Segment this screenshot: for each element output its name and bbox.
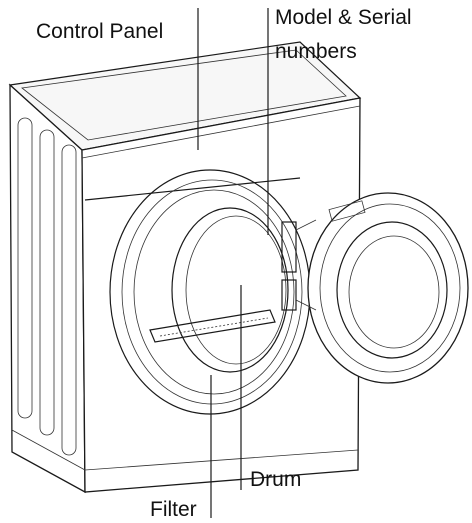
- door-hinge: [281, 221, 297, 273]
- model-serial-label-line1: Model & Serial: [275, 6, 412, 29]
- callout-lines: [197, 8, 269, 518]
- drum-opening: [171, 207, 289, 373]
- door-glass: [336, 221, 448, 359]
- door-opening: [109, 169, 311, 415]
- filter-label: Filter: [150, 498, 197, 521]
- drum-label: Drum: [250, 468, 301, 491]
- side-rib: [17, 117, 33, 419]
- dryer-cabinet: [8, 41, 362, 494]
- filter-slot: [149, 309, 276, 343]
- open-door: [295, 192, 469, 384]
- side-rib: [39, 129, 55, 436]
- side-rib: [61, 144, 77, 456]
- control-panel-label: Control Panel: [36, 20, 163, 43]
- door-hinge: [281, 279, 297, 311]
- model-serial-label-line2: numbers: [275, 40, 357, 63]
- cabinet-front: [81, 97, 361, 493]
- cabinet-left-side: [9, 83, 86, 494]
- door-outer-ring: [307, 192, 469, 384]
